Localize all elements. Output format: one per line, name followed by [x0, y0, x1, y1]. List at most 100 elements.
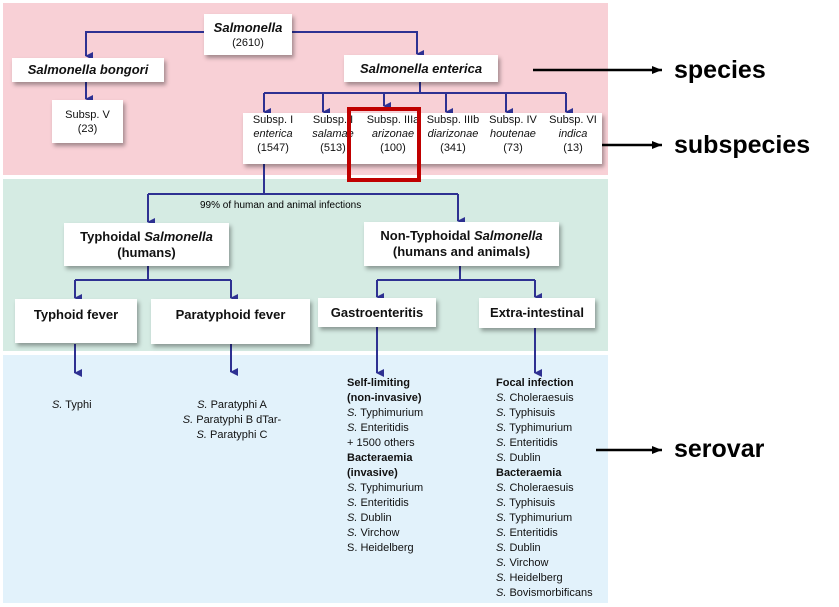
serovar-name: Choleraesuis [506, 482, 574, 494]
serovar-item: S. Choleraesuis [496, 391, 593, 406]
serovar-name: Bovismorbificans [506, 587, 593, 599]
genus-abbrev: S. [496, 437, 507, 449]
genus-abbrev: S. [347, 497, 358, 509]
serovar-name: Enteritidis [506, 527, 558, 539]
serovar-name: Typhi [62, 399, 92, 411]
serovar-name: Dublin [506, 452, 541, 464]
genus-count: (2610) [232, 36, 264, 49]
serovar-item: (non-invasive) [347, 392, 422, 404]
serovar-item: S. Enteritidis [496, 436, 593, 451]
serovar-item: S. Choleraesuis [496, 481, 593, 496]
highlight-rectangle [347, 107, 421, 182]
serovar-name: Paratyphi C [206, 429, 268, 441]
genus-abbrev: S. [197, 399, 208, 411]
serovar-name: Enteritidis [357, 422, 409, 434]
genus-name: Salmonella [213, 19, 283, 35]
genus-abbrev: S. [496, 452, 507, 464]
genus-box: Salmonella (2610) [204, 14, 292, 55]
genus-abbrev: S. [496, 572, 507, 584]
serovar-item: (invasive) [347, 467, 398, 479]
serovar-item: S. Typhisuis [496, 406, 593, 421]
subspecies-count: (513) [320, 142, 346, 154]
enterica-box: Salmonella enterica [344, 55, 498, 82]
paratyphoid-fever-label: Paratyphoid fever [175, 307, 286, 322]
serovar-name: Typhisuis [506, 497, 556, 509]
genus-abbrev: S. [496, 497, 507, 509]
serovar-name: Paratyphi B dTar- [193, 414, 282, 426]
nontyphoidal-genus: Salmonella [474, 228, 543, 243]
typhoidal-host: (humans) [117, 244, 176, 260]
enterica-name: Salmonella enterica [359, 60, 483, 76]
serovar-item: Focal infection [496, 377, 574, 389]
serovar-name: + 1500 others [347, 437, 415, 449]
subspecies-label: Subsp. IIIa [366, 114, 420, 126]
serovar-item: S. Dublin [496, 541, 593, 556]
subspecies-label: Subsp. I [312, 114, 354, 126]
infections-note: 99% of human and animal infections [200, 200, 362, 211]
serovar-name: Virchow [357, 527, 400, 539]
genus-abbrev: S. [496, 587, 507, 599]
serovar-name: Enteritidis [506, 437, 558, 449]
subsp-v-label: Subsp. V [65, 108, 110, 121]
species-label: species [674, 56, 766, 84]
serovar-name: Virchow [506, 557, 549, 569]
genus-abbrev: S. [347, 407, 358, 419]
serovar-name: Typhimurium [357, 482, 424, 494]
serovar-item: S. Virchow [347, 526, 423, 541]
serovar-band [3, 355, 608, 603]
subsp-v-count: (23) [77, 122, 98, 135]
serovar-name: Typhisuis [506, 407, 556, 419]
subsp-v-box: Subsp. V (23) [52, 100, 123, 143]
subspecies-label: Subsp. IV [489, 114, 537, 126]
serovar-item: S. Paratyphi C [172, 428, 292, 443]
serovar-item: S. Enteritidis [347, 421, 423, 436]
genus-abbrev: S. [496, 527, 507, 539]
paratyphoid-fever-box: Paratyphoid fever [151, 299, 310, 344]
serovar-item: S. Enteritidis [496, 526, 593, 541]
nontyphoidal-host: (humans and animals) [392, 244, 531, 259]
serovar-item: S. Typhimurium [496, 511, 593, 526]
serovar-item: S. Typhi [52, 398, 92, 413]
subspecies-item: Subsp. I salamae (513) [303, 113, 363, 164]
typhoidal-label: Typhoidal [80, 228, 145, 244]
serovar-label: serovar [674, 435, 765, 463]
serovar-name: Dublin [506, 542, 541, 554]
serovar-name: Typhimurium [357, 407, 424, 419]
serovar-item: S. Dublin [347, 511, 423, 526]
subspecies-name: salamae [312, 128, 354, 140]
bongori-box: Salmonella bongori [12, 58, 164, 82]
serovar-name: Paratyphi A [207, 399, 267, 411]
serovar-item: S. Typhisuis [496, 496, 593, 511]
subspecies-name: enterica [253, 128, 293, 140]
extra-intestinal-box: Extra-intestinal [479, 298, 595, 328]
subspecies-label: Subsp. VI [549, 114, 597, 126]
genus-abbrev: S. [347, 512, 358, 524]
serovar-item: S. Typhimurium [347, 406, 423, 421]
typhoid-fever-box: Typhoid fever [15, 299, 137, 343]
typhoidal-box: Typhoidal Salmonella (humans) [64, 223, 229, 266]
serovar-item: S. Heidelberg [496, 571, 593, 586]
genus-abbrev: S. [182, 414, 194, 426]
serovar-name: Enteritidis [357, 497, 409, 509]
genus-abbrev: S. [52, 399, 63, 411]
subspecies-label: subspecies [674, 131, 811, 159]
nontyphoidal-box: Non-Typhoidal Salmonella (humans and ani… [364, 222, 559, 266]
genus-abbrev: S. [496, 557, 507, 569]
serovar-name: Choleraesuis [506, 392, 574, 404]
subspecies-count: (100) [380, 142, 406, 154]
serovar-item: Self-limiting [347, 377, 410, 389]
typhoid-serovars: S. Typhi [52, 398, 92, 413]
serovar-name: S. Heidelberg [347, 542, 414, 554]
serovar-item: S. Heidelberg [347, 541, 423, 556]
gastroenteritis-label: Gastroenteritis [330, 304, 424, 320]
serovar-item: Bacteraemia [496, 467, 562, 479]
genus-abbrev: S. [496, 542, 507, 554]
serovar-item: S. Enteritidis [347, 496, 423, 511]
